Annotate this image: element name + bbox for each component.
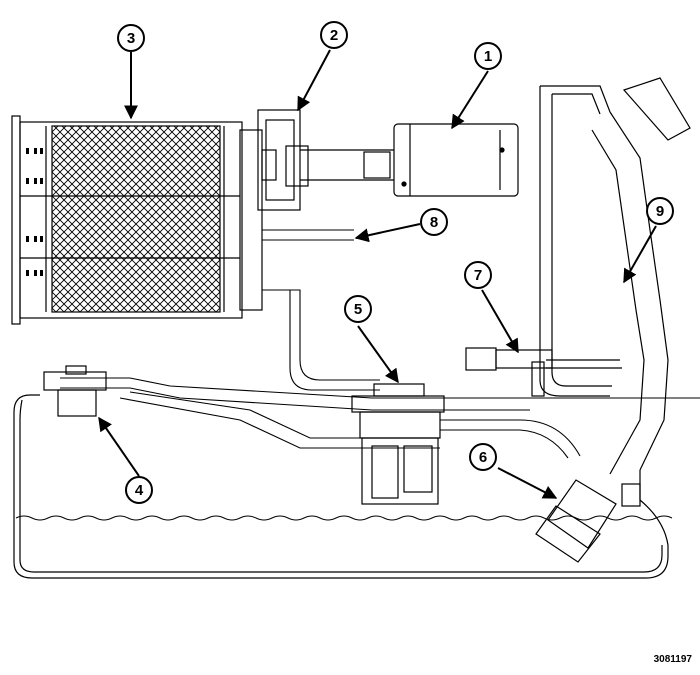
svg-text:4: 4 — [135, 482, 144, 499]
callout-2: 2 — [320, 21, 348, 49]
callout-4: 4 — [125, 476, 153, 504]
svg-text:9: 9 — [656, 203, 664, 220]
vent-valve — [257, 109, 394, 211]
svg-text:2: 2 — [330, 27, 338, 44]
svg-text:5: 5 — [354, 301, 362, 318]
svg-text:7: 7 — [474, 267, 482, 284]
fuel-tank — [13, 394, 669, 579]
evap-canister — [11, 115, 263, 325]
fuel-pump-module — [351, 383, 445, 505]
callout-9: 9 — [646, 197, 674, 225]
callout-1: 1 — [474, 42, 502, 70]
callout-8: 8 — [420, 208, 448, 236]
fill-tube — [539, 77, 691, 475]
leak-detection-pump — [393, 123, 519, 197]
callout-5: 5 — [344, 295, 372, 323]
callout-3: 3 — [117, 24, 145, 52]
svg-text:1: 1 — [484, 48, 492, 65]
electrical-connector — [465, 347, 622, 397]
callout-6: 6 — [469, 443, 497, 471]
svg-text:8: 8 — [430, 214, 438, 231]
vapor-hoses — [60, 229, 700, 459]
rollover-valve — [43, 365, 107, 417]
leader-lines — [98, 49, 657, 499]
check-valve — [535, 479, 641, 563]
fuel-level-line — [15, 515, 673, 521]
figure-id: 3081197 — [653, 654, 692, 665]
svg-text:6: 6 — [479, 449, 487, 466]
callout-7: 7 — [464, 261, 492, 289]
svg-text:3: 3 — [127, 30, 135, 47]
